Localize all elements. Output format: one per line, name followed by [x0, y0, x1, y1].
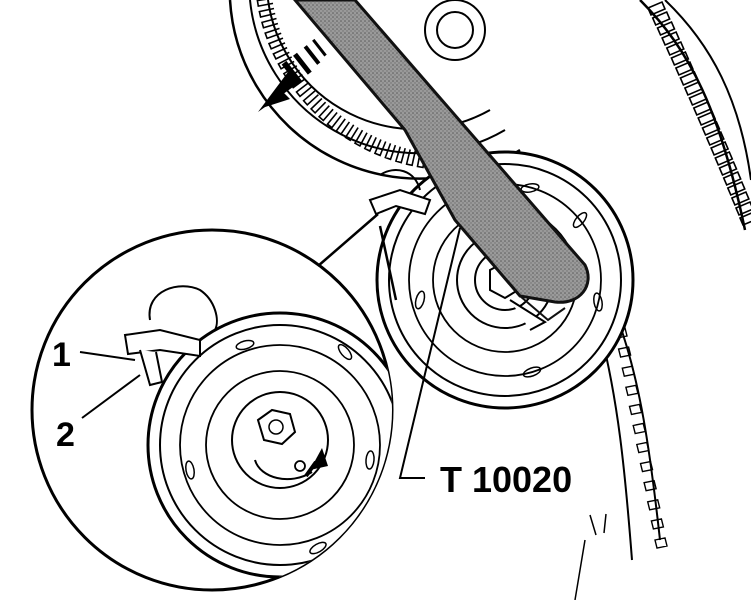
direction-arrow-icon	[258, 38, 327, 112]
timing-belt	[574, 0, 751, 600]
wrench-tool	[293, 0, 590, 322]
leader-lines	[79, 227, 461, 479]
callout-label-2: 2	[56, 416, 75, 454]
main-pulley-clip	[368, 169, 432, 216]
detail-magnifier	[30, 213, 398, 592]
callout-label-1: 1	[52, 336, 71, 374]
rotation-arrow-icon	[304, 448, 328, 478]
tool-label: T 10020	[440, 459, 572, 500]
